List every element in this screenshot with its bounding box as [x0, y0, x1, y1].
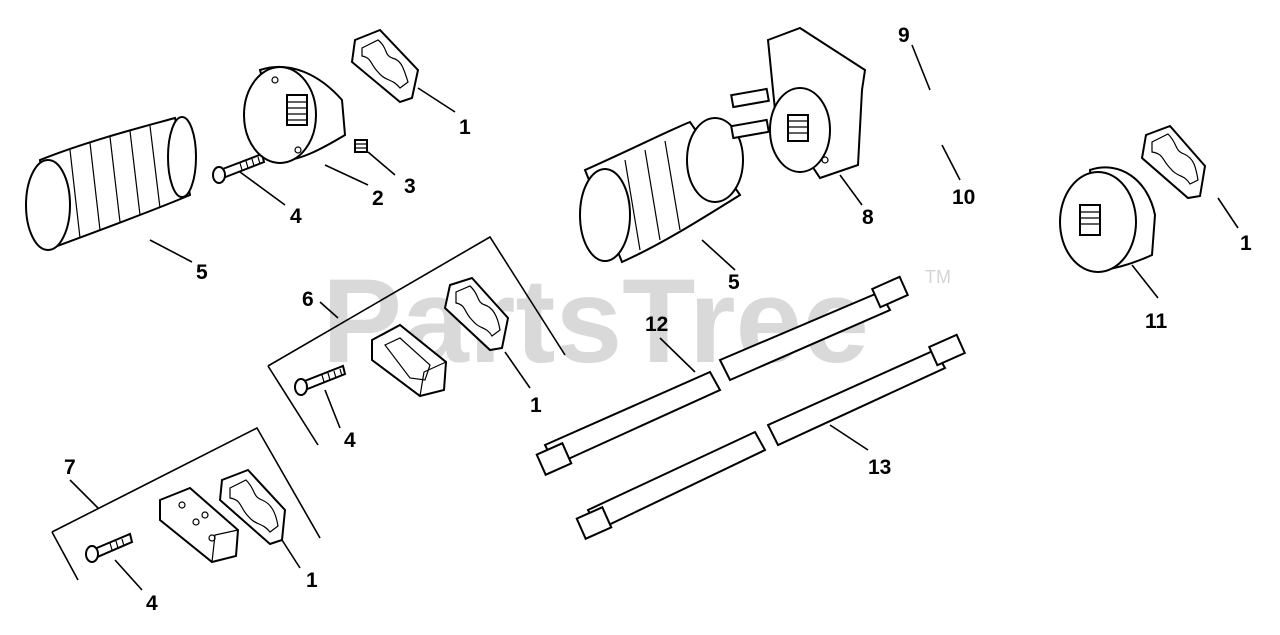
oil-filter-center	[579, 117, 744, 264]
callout-2: 2	[372, 187, 384, 210]
watermark-trademark: TM	[925, 267, 951, 287]
leader-lines	[69, 44, 1239, 591]
oil-filter-left	[25, 116, 197, 251]
gasket-top	[350, 28, 420, 104]
callout-12: 12	[645, 313, 668, 336]
callout-9: 9	[898, 24, 910, 47]
callout-10: 10	[952, 186, 975, 209]
hose-12	[535, 275, 910, 477]
fitting-9	[730, 87, 770, 109]
adapter-block-bottom	[159, 486, 240, 564]
callout-7: 7	[64, 456, 76, 479]
bolt-top	[212, 152, 266, 184]
callout-8: 8	[862, 206, 874, 229]
callout-3: 3	[404, 175, 416, 198]
hose-13	[575, 333, 967, 541]
callout-1-mid: 1	[530, 394, 542, 417]
callout-11: 11	[1145, 310, 1168, 333]
callout-labels: 1 2 3 4 5 6 1 4 7 1 4 5 8 9 10 12 13 11 …	[64, 24, 1252, 615]
callout-13: 13	[868, 456, 891, 479]
callout-4-mid: 4	[344, 429, 356, 452]
callout-5-left: 5	[196, 261, 208, 284]
callout-1-bottom: 1	[306, 569, 318, 592]
gasket-right	[1140, 124, 1207, 200]
filter-adapter-right	[1059, 166, 1157, 273]
bolt-mid	[294, 364, 347, 396]
callout-4-top: 4	[290, 205, 302, 228]
fitting-10	[730, 118, 770, 140]
filter-adapter	[243, 65, 347, 164]
callout-6: 6	[302, 288, 314, 311]
group-bracket-7	[51, 426, 321, 581]
group-bracket-6	[267, 235, 566, 446]
bolt-bottom	[85, 532, 134, 563]
pipe-plug	[354, 139, 368, 153]
adapter-block-mid	[371, 323, 448, 398]
callout-4-bottom: 4	[146, 592, 158, 615]
callout-1-right: 1	[1240, 232, 1252, 255]
callout-5-center: 5	[728, 271, 740, 294]
callout-1-top: 1	[459, 116, 471, 139]
remote-mount-bracket	[766, 26, 867, 180]
gasket-mid	[443, 276, 510, 352]
